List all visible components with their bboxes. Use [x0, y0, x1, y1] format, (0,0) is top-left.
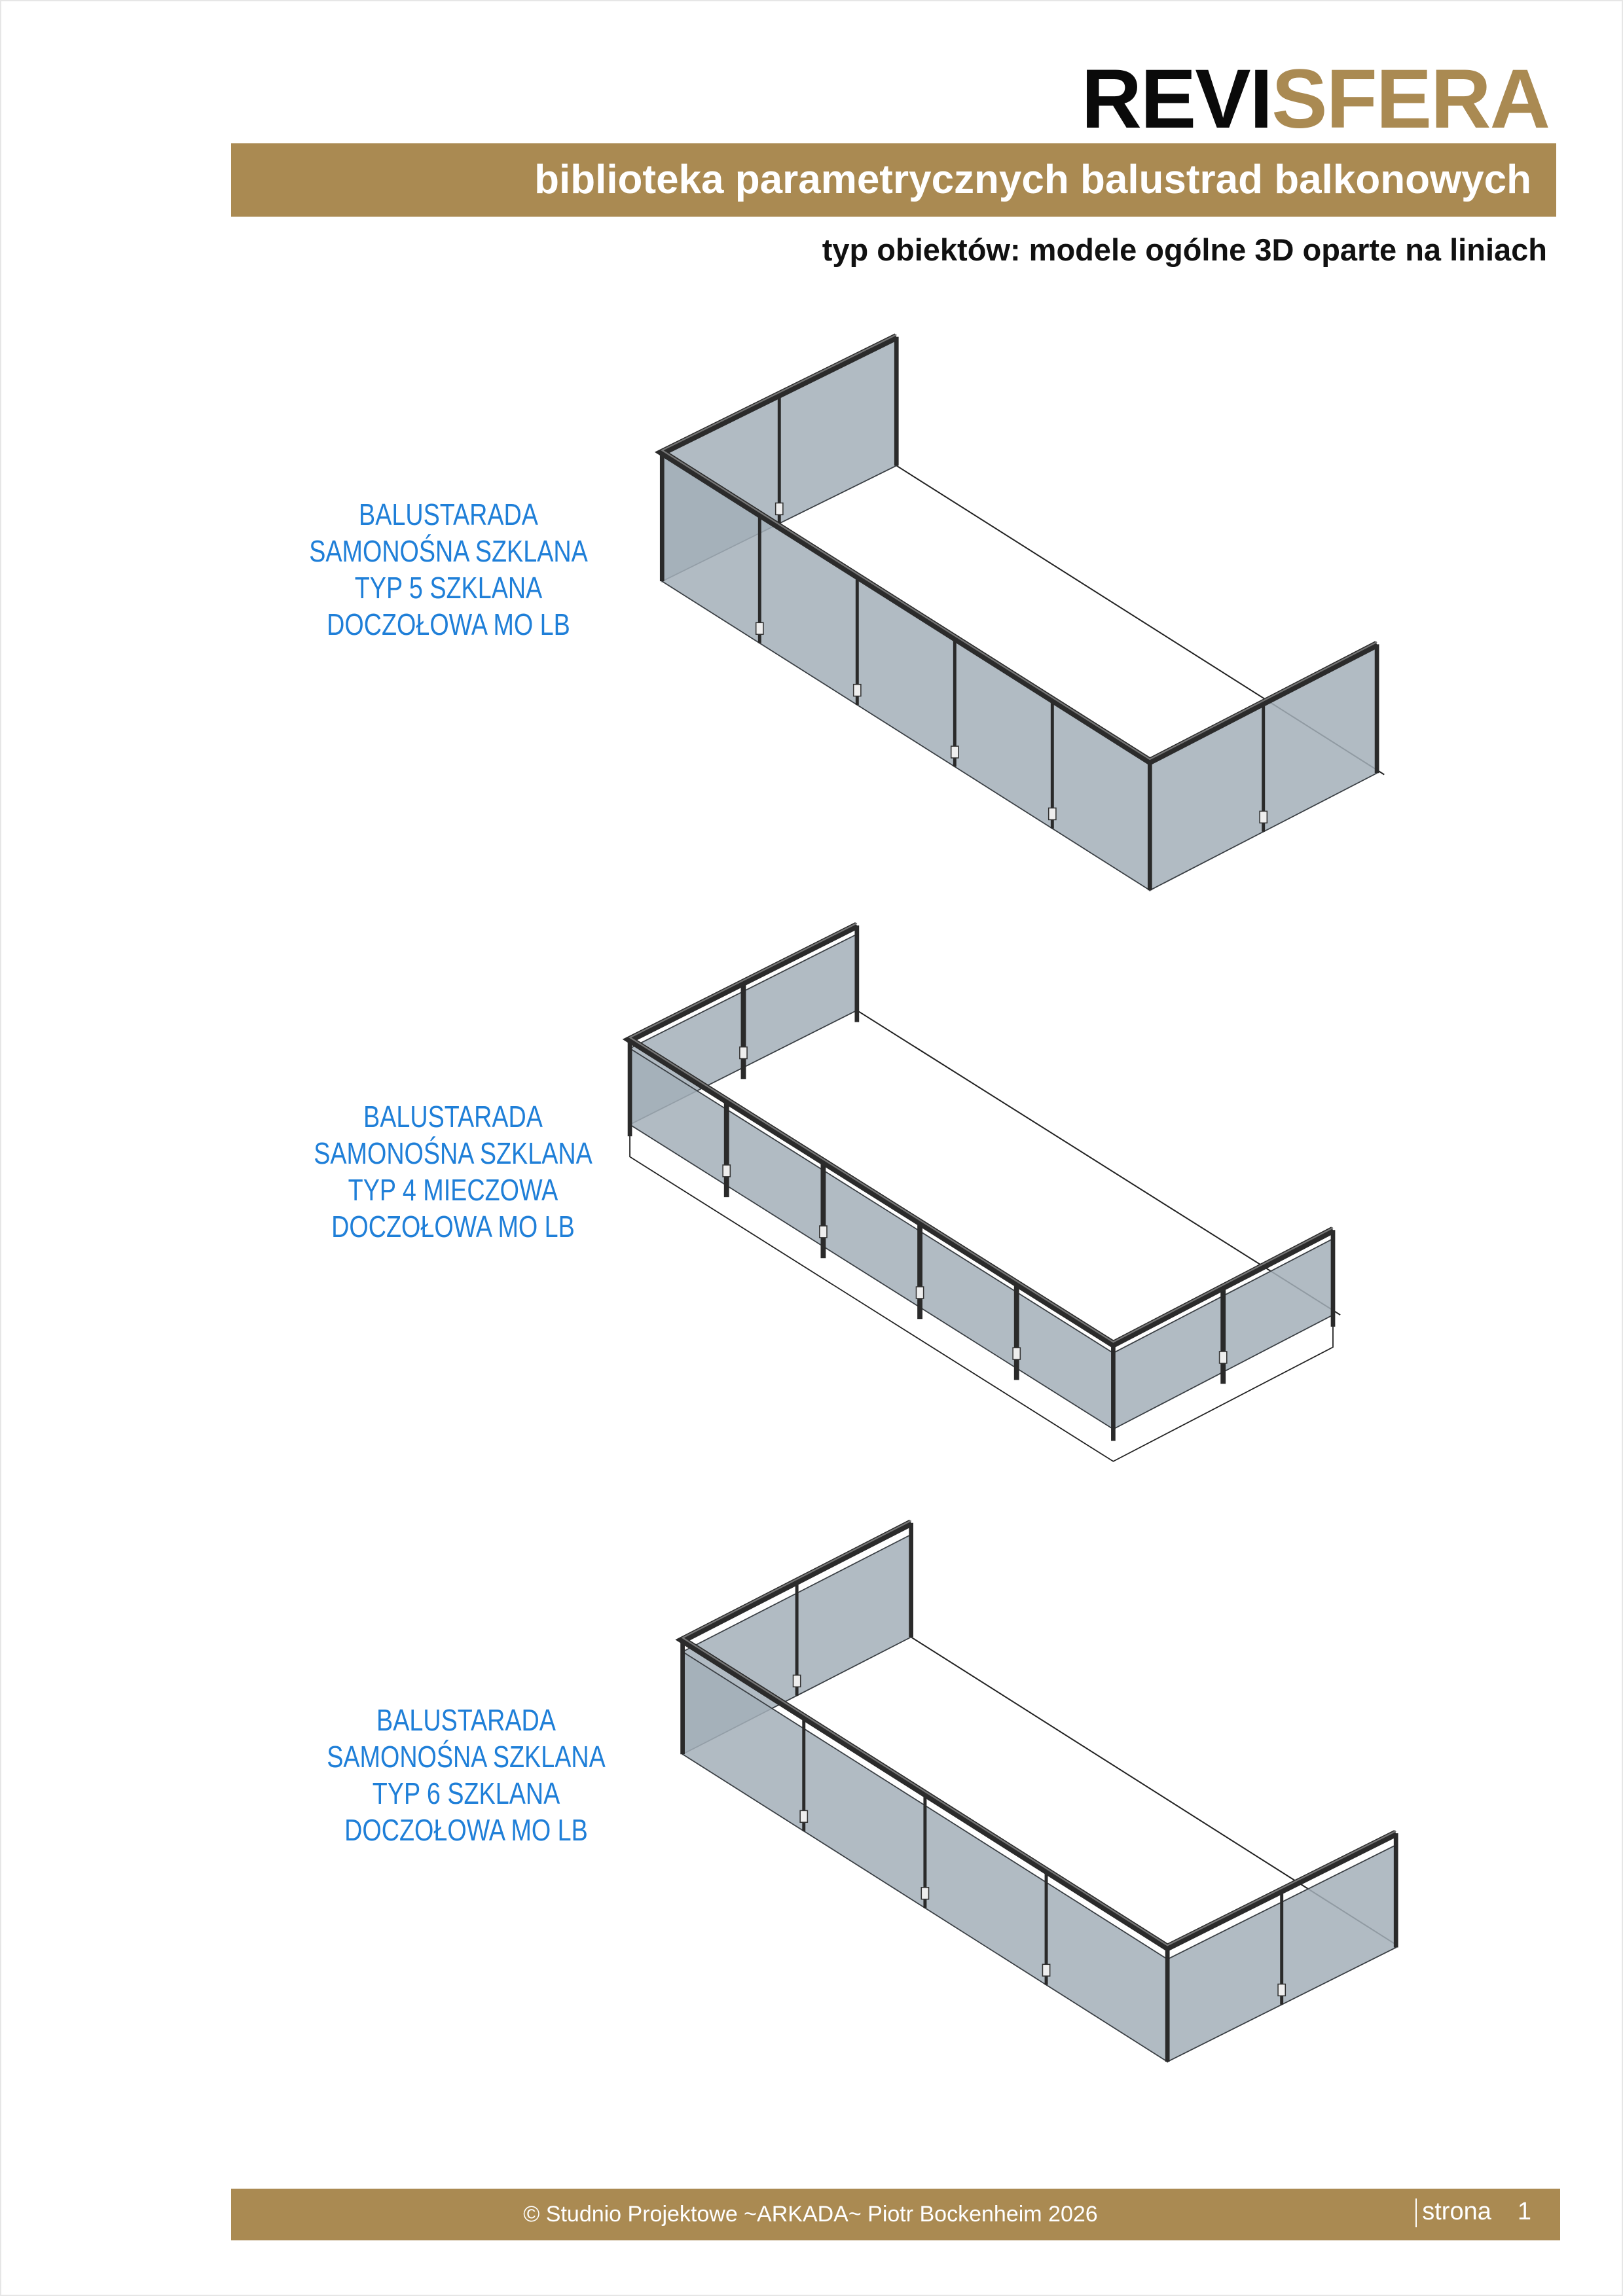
glass-clamp — [722, 1164, 731, 1177]
handrail-highlight — [681, 1520, 1396, 1946]
handrail-highlight — [661, 334, 1377, 761]
label-line: DOCZOŁOWA MO LB — [344, 1813, 588, 1847]
label-line: TYP 5 SZKLANA — [354, 571, 543, 605]
balustrade-label-1: BALUSTARADA SAMONOŚNA SZKLANA TYP 5 SZKL… — [287, 496, 610, 643]
revisfera-logo: REVISFERA — [1081, 58, 1550, 141]
balustrade-drawing-type6 — [675, 1519, 1398, 2063]
glass-clamp — [1042, 1964, 1051, 1977]
balustrade-drawing-type5 — [654, 333, 1385, 891]
glass-clamp — [1277, 1983, 1286, 1997]
header-bar: biblioteka parametrycznych balustrad bal… — [231, 143, 1556, 217]
handrail — [622, 922, 1335, 1349]
label-line: SAMONOŚNA SZKLANA — [327, 1740, 606, 1774]
slab-outline — [629, 1124, 1334, 1462]
label-line: BALUSTARADA — [376, 1703, 556, 1737]
glass-clamp — [1218, 1351, 1228, 1364]
footer-bar: © Studnio Projektowe ~ARKADA~ Piotr Bock… — [231, 2189, 1560, 2240]
glass-panel — [1281, 1844, 1397, 2006]
glass-clamp — [792, 1674, 801, 1688]
glass-panel — [1167, 1901, 1283, 2063]
glass-panel — [796, 1534, 912, 1697]
logo-part-revi: REVI — [1081, 52, 1273, 146]
footer-copyright: © Studnio Projektowe ~ARKADA~ Piotr Bock… — [523, 2202, 1098, 2227]
label-line: BALUSTARADA — [363, 1100, 543, 1134]
glass-clamp — [852, 683, 862, 697]
glass-clamp — [775, 502, 784, 516]
glass-clamp — [799, 1810, 809, 1823]
page-indicator: strona 1 — [1415, 2198, 1531, 2227]
glass-clamp — [1012, 1347, 1021, 1360]
label-line: DOCZOŁOWA MO LB — [327, 607, 570, 641]
glass-clamp — [921, 1887, 930, 1900]
label-line: SAMONOŚNA SZKLANA — [309, 534, 588, 568]
handrail — [675, 1519, 1398, 1952]
logo-part-sfera: SFERA — [1271, 52, 1550, 146]
label-line: TYP 6 SZKLANA — [372, 1776, 560, 1810]
handrail-highlight — [628, 922, 1334, 1343]
balustrade-drawing-type4 — [622, 922, 1341, 1462]
label-line: SAMONOŚNA SZKLANA — [314, 1136, 593, 1170]
glass-clamp — [819, 1225, 828, 1238]
glass-clamp — [755, 622, 764, 635]
glass-clamp — [739, 1046, 748, 1060]
document-subtitle: typ obiektów: modele ogólne 3D oparte na… — [822, 232, 1547, 267]
balustrade-label-3: BALUSTARADA SAMONOŚNA SZKLANA TYP 6 SZKL… — [305, 1702, 627, 1848]
document-title: biblioteka parametrycznych balustrad bal… — [534, 157, 1531, 202]
glass-clamp — [1048, 807, 1057, 821]
glass-clamp — [950, 745, 959, 759]
page-label: strona — [1422, 2198, 1491, 2225]
label-line: TYP 4 MIECZOWA — [348, 1173, 558, 1207]
glass-clamp — [915, 1286, 924, 1299]
page-number: 1 — [1517, 2198, 1531, 2225]
balustrade-label-2: BALUSTARADA SAMONOŚNA SZKLANA TYP 4 MIEC… — [292, 1098, 614, 1245]
label-line: BALUSTARADA — [359, 497, 538, 531]
label-line: DOCZOŁOWA MO LB — [331, 1210, 575, 1244]
handrail — [654, 333, 1379, 766]
glass-clamp — [1259, 810, 1268, 824]
separator — [1415, 2198, 1417, 2227]
